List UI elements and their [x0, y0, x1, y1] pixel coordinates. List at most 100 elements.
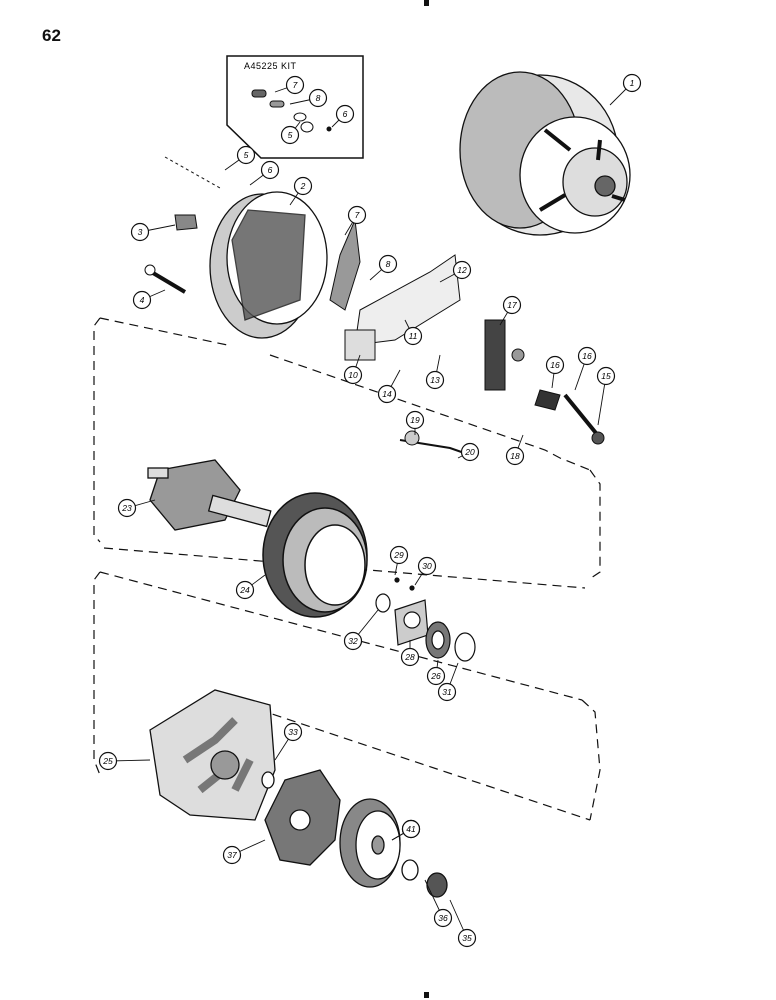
callout-circle [417, 556, 437, 576]
callout-label: 41 [406, 824, 416, 834]
callout-4: 4 [132, 289, 166, 310]
callout-29: 29 [389, 545, 409, 576]
callout-label: 29 [393, 550, 404, 560]
callout-circle [343, 631, 363, 651]
callout-label: 15 [601, 371, 611, 381]
callout-label: 13 [430, 375, 440, 385]
callout-label: 28 [404, 652, 415, 662]
callout-28: 28 [400, 640, 420, 667]
callout-30: 30 [414, 556, 437, 586]
callout-label: 1 [630, 78, 635, 88]
callout-circle [622, 73, 642, 93]
callout-circle [378, 254, 398, 274]
callout-circle [425, 370, 445, 390]
callout-label: 14 [382, 389, 392, 399]
callout-3: 3 [130, 222, 176, 242]
front-housing [149, 689, 276, 821]
callout-circle [130, 222, 150, 242]
callout-circle [308, 88, 328, 108]
callout-24: 24 [235, 574, 266, 600]
callout-circle [260, 160, 280, 180]
callout-circle [401, 819, 421, 839]
callout-8: 8 [289, 88, 328, 108]
callout-circle [457, 928, 477, 948]
callout-35: 35 [449, 899, 477, 948]
callout-12: 12 [439, 260, 472, 283]
callout-1: 1 [609, 73, 642, 106]
callout-circle [283, 722, 303, 742]
callout-label: 5 [244, 150, 249, 160]
callout-5: 5 [280, 121, 301, 145]
callout-label: 12 [457, 265, 467, 275]
callout-circle [98, 751, 118, 771]
callout-label: 25 [102, 756, 113, 766]
callout-10: 10 [343, 354, 363, 385]
callout-41: 41 [391, 819, 421, 841]
callout-circle [400, 647, 420, 667]
callout-circle [335, 104, 355, 124]
callout-6: 6 [331, 104, 355, 128]
callout-label: 7 [355, 210, 360, 220]
callout-14: 14 [377, 369, 401, 404]
callout-circle [222, 845, 242, 865]
callout-label: 7 [293, 80, 298, 90]
callout-label: 18 [510, 451, 520, 461]
callout-15: 15 [596, 366, 616, 426]
callout-circle [293, 176, 313, 196]
callout-label: 35 [462, 933, 472, 943]
callout-circle [343, 365, 363, 385]
callout-label: 30 [422, 561, 432, 571]
callout-label: 2 [300, 181, 306, 191]
callout-label: 32 [348, 636, 358, 646]
callout-26: 26 [426, 659, 446, 686]
callouts: 1234567856781011121314151616171819202324… [98, 73, 642, 948]
callout-label: 6 [343, 109, 348, 119]
callout-label: 23 [121, 503, 132, 513]
callout-7: 7 [344, 205, 367, 236]
alternator-assembly [459, 71, 631, 236]
callout-circle [405, 410, 425, 430]
top-crop-mark [424, 0, 429, 6]
callout-23: 23 [117, 498, 156, 518]
callout-label: 36 [438, 913, 448, 923]
callout-circle [132, 290, 152, 310]
callout-37: 37 [222, 839, 266, 865]
callout-circle [347, 205, 367, 225]
kit-parts [251, 89, 332, 133]
callout-13: 13 [425, 354, 445, 390]
callout-circle [433, 908, 453, 928]
callout-16: 16 [545, 355, 565, 389]
callout-circle [285, 75, 305, 95]
callout-circle [236, 145, 256, 165]
callout-circle [426, 666, 446, 686]
callout-32: 32 [343, 609, 379, 651]
callout-label: 31 [442, 687, 452, 697]
callout-19: 19 [405, 410, 425, 435]
callout-11: 11 [403, 319, 423, 346]
callout-circle [452, 260, 472, 280]
callout-8: 8 [369, 254, 398, 281]
callout-circle [117, 498, 137, 518]
bottom-crop-mark [424, 992, 429, 998]
kit-box-outline [226, 55, 364, 159]
callout-label: 26 [430, 671, 441, 681]
callout-label: 3 [138, 227, 143, 237]
callout-label: 24 [239, 585, 250, 595]
callout-label: 8 [386, 259, 391, 269]
callout-2: 2 [289, 176, 313, 206]
callout-label: 16 [550, 360, 560, 370]
rear-housing [209, 191, 328, 339]
callout-6: 6 [249, 160, 280, 186]
callout-label: 33 [288, 727, 298, 737]
callout-18: 18 [505, 434, 525, 466]
callout-circle [235, 580, 255, 600]
callout-circle [437, 682, 457, 702]
callout-36: 36 [424, 879, 453, 928]
callout-33: 33 [274, 722, 303, 761]
callout-20: 20 [457, 442, 480, 462]
callout-circle [505, 446, 525, 466]
callout-circle [545, 355, 565, 375]
callout-label: 37 [227, 850, 237, 860]
callout-label: 5 [288, 130, 293, 140]
